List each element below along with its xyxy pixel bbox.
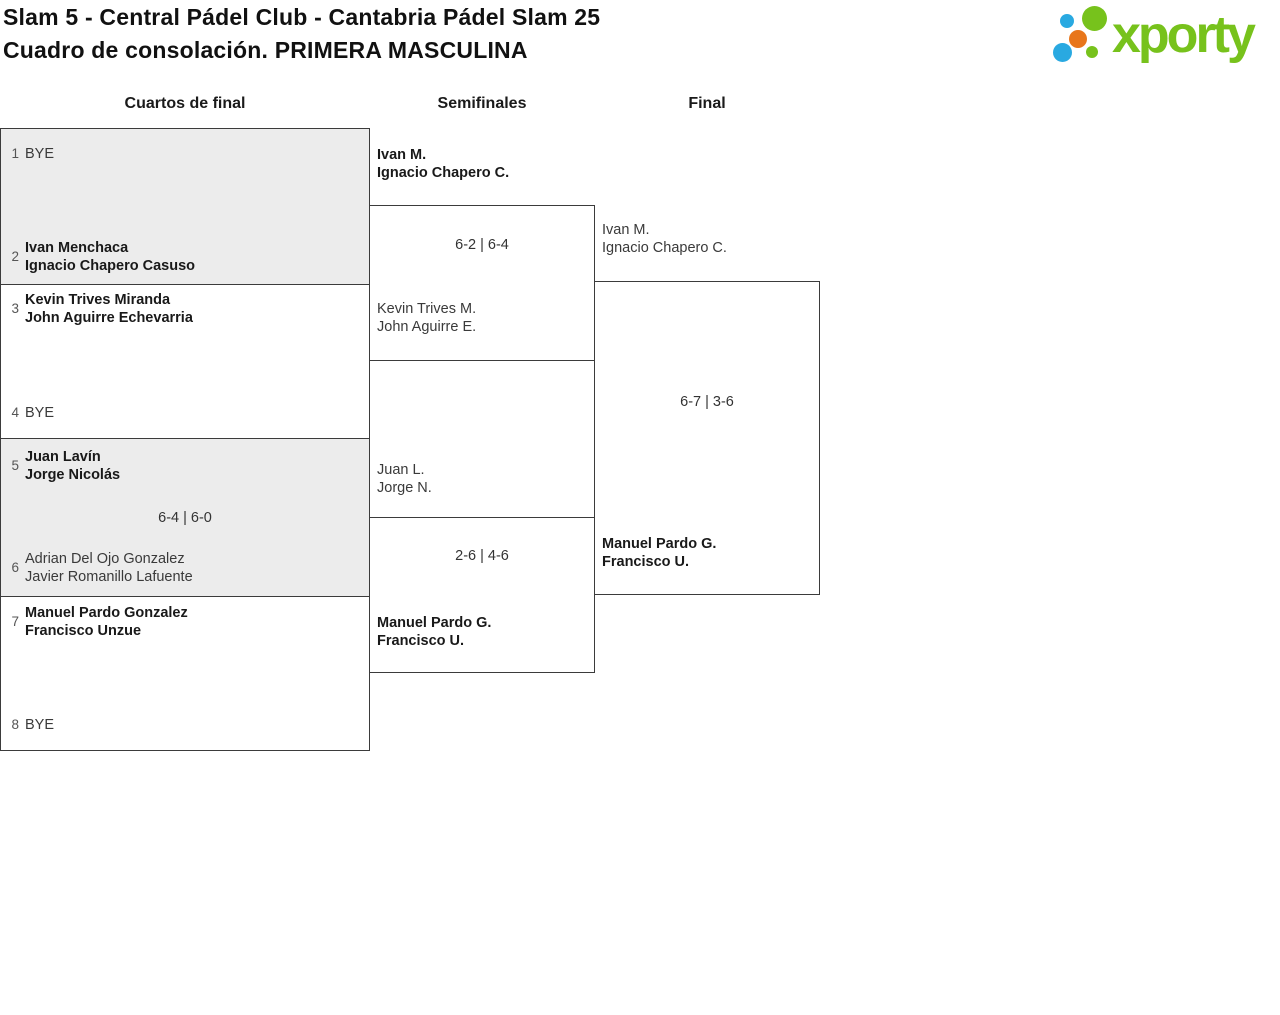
qf-slot-4: 4 BYE — [7, 404, 357, 422]
qf-slot-5: 5 Juan Lavín Jorge Nicolás — [7, 448, 357, 484]
round-header-final: Final — [688, 95, 726, 112]
sf1-top-team: Ivan M. Ignacio Chapero C. — [377, 147, 510, 181]
qf-divider-3 — [1, 596, 369, 597]
logo-dot-blue-large-icon — [1053, 43, 1072, 62]
team-names: Manuel Pardo Gonzalez Francisco Unzue — [25, 605, 188, 639]
qf-slot-1: 1 BYE — [7, 145, 357, 163]
qf-match1-shading — [1, 129, 369, 284]
seed-number: 8 — [11, 717, 19, 732]
team-names: BYE — [25, 717, 55, 733]
sf1-score: 6-2 | 6-4 — [455, 237, 509, 253]
qf-slot-7: 7 Manuel Pardo Gonzalez Francisco Unzue — [7, 604, 357, 640]
final-top-team: Ivan M. Ignacio Chapero C. — [602, 222, 727, 256]
quarterfinals-column-box — [0, 128, 370, 751]
team-names: Kevin Trives Miranda John Aguirre Echeva… — [25, 292, 193, 326]
seed-number: 4 — [11, 405, 19, 420]
seed-number: 1 — [11, 146, 19, 161]
semifinal2-match-box — [369, 517, 595, 673]
final-bottom-team: Manuel Pardo G. Francisco U. — [602, 536, 717, 570]
semifinal1-match-box — [369, 205, 595, 361]
qf-slot-3: 3 Kevin Trives Miranda John Aguirre Eche… — [7, 291, 357, 327]
qf-slot-2: 2 Ivan Menchaca Ignacio Chapero Casuso — [7, 239, 357, 275]
team-names: BYE — [25, 146, 55, 162]
sf2-bottom-team: Manuel Pardo G. Francisco U. — [377, 615, 492, 649]
sf2-top-team: Juan L. Jorge N. — [377, 462, 432, 496]
tournament-title: Slam 5 - Central Pádel Club - Cantabria … — [3, 4, 601, 30]
page-title: Slam 5 - Central Pádel Club - Cantabria … — [3, 1, 600, 67]
final-match-box — [594, 281, 820, 595]
team-names: Adrian Del Ojo Gonzalez Javier Romanillo… — [25, 551, 193, 585]
seed-number: 2 — [11, 249, 19, 264]
seed-number: 3 — [11, 301, 19, 316]
seed-number: 7 — [11, 614, 19, 629]
seed-number: 5 — [11, 458, 19, 473]
qf-divider-2 — [1, 438, 369, 439]
team-names: Juan Lavín Jorge Nicolás — [25, 449, 121, 483]
qf-match3-score: 6-4 | 6-0 — [158, 510, 212, 526]
team-names: Ivan Menchaca Ignacio Chapero Casuso — [25, 240, 196, 274]
round-header-semifinals: Semifinales — [437, 95, 527, 112]
logo-dot-green-small-icon — [1086, 46, 1098, 58]
round-header-quarterfinals: Cuartos de final — [124, 95, 246, 112]
qf-divider-1 — [1, 284, 369, 285]
logo-wordmark: xporty — [1112, 6, 1256, 64]
team-names: BYE — [25, 405, 55, 421]
qf-match3-shading — [1, 438, 369, 596]
sf1-bottom-team: Kevin Trives M. John Aguirre E. — [377, 301, 477, 335]
logo-dot-orange-icon — [1069, 30, 1087, 48]
qf-slot-6: 6 Adrian Del Ojo Gonzalez Javier Romanil… — [7, 550, 357, 586]
seed-number: 6 — [11, 560, 19, 575]
logo-dot-blue-small-icon — [1060, 14, 1074, 28]
logo-dot-green-large-icon — [1082, 6, 1107, 31]
qf-slot-8: 8 BYE — [7, 716, 357, 734]
bracket-subtitle: Cuadro de consolación. PRIMERA MASCULINA — [3, 37, 528, 63]
sf2-score: 2-6 | 4-6 — [455, 548, 509, 564]
final-score: 6-7 | 3-6 — [680, 394, 734, 410]
